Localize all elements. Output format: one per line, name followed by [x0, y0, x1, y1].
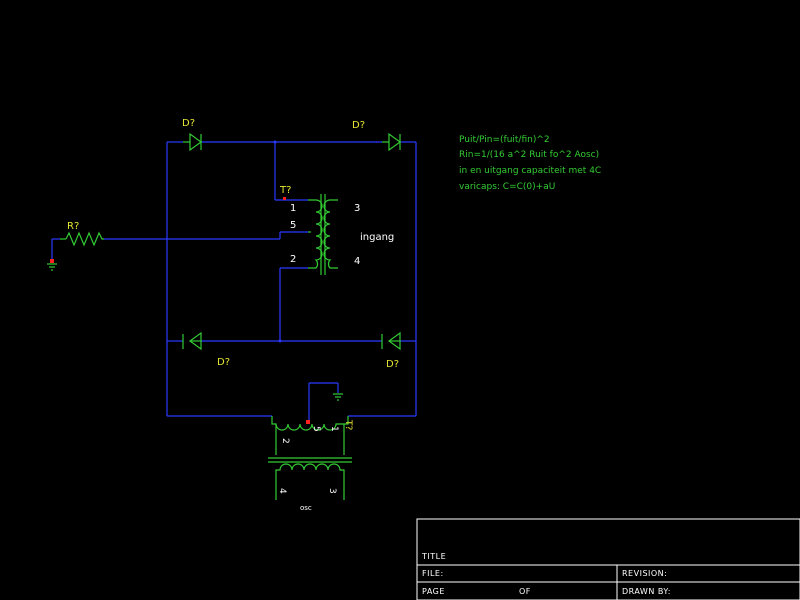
pin-number: 4 [277, 488, 287, 494]
ground-symbol [333, 393, 343, 401]
diode-bottom-left[interactable]: D? [182, 331, 230, 368]
junction-dot [306, 420, 310, 424]
junction-dot [50, 259, 54, 263]
wires [51, 141, 417, 420]
diode-bottom-right[interactable]: D? [381, 331, 401, 370]
pin-number: 2 [290, 254, 296, 265]
pin-number: 4 [354, 256, 360, 267]
pin-number: 5 [311, 426, 321, 432]
file-label: FILE: [422, 569, 444, 578]
note-line: in en uitgang capaciteit met 4C [459, 166, 601, 176]
transformer-label: ingang [360, 232, 394, 243]
junction-dots [50, 140, 310, 424]
pin-number: 3 [327, 488, 337, 494]
resistor[interactable]: R? [60, 221, 104, 247]
note-line: Rin=1/(16 a^2 Ruit fo^2 Aosc) [459, 150, 599, 160]
junction-dot [278, 339, 282, 343]
diode-top-left[interactable]: D? [182, 118, 203, 152]
pin-number: 1 [290, 203, 296, 214]
design-notes: Puit/Pin=(fuit/fin)^2 Rin=1/(16 a^2 Ruit… [459, 135, 601, 192]
pin-number: 2 [280, 438, 290, 444]
note-line: varicaps: C=C(0)+aU [459, 182, 555, 192]
pin-number: 3 [354, 203, 360, 214]
of-label: OF [519, 587, 531, 596]
junction-dot [273, 140, 277, 144]
title-block: TITLE FILE: REVISION: PAGE OF DRAWN BY: [416, 518, 800, 600]
diode-ref-label: D? [182, 118, 195, 129]
diode-ref-label: D? [217, 357, 230, 368]
transformer-label: osc [300, 504, 312, 512]
drawn-by-label: DRAWN BY: [622, 587, 671, 596]
transformer-main[interactable]: T? 1 5 2 3 4 ingang [279, 185, 394, 275]
ground-symbol [47, 263, 57, 271]
junction-dot [283, 197, 286, 200]
diode-ref-label: D? [386, 359, 399, 370]
title-label: TITLE [421, 552, 446, 561]
note-line: Puit/Pin=(fuit/fin)^2 [459, 135, 550, 145]
pin-number: 5 [290, 220, 296, 231]
transformer-osc[interactable]: 2 5 1 4 3 T? osc [268, 416, 353, 512]
transformer-ref-label: T? [279, 185, 291, 196]
pin-number: 1 [329, 426, 339, 432]
page-label: PAGE [422, 587, 445, 596]
diode-top-right[interactable]: D? [352, 120, 402, 152]
revision-label: REVISION: [622, 569, 667, 578]
diode-ref-label: D? [352, 120, 365, 131]
transformer-ref-label: T? [343, 419, 353, 430]
resistor-ref-label: R? [67, 221, 79, 232]
